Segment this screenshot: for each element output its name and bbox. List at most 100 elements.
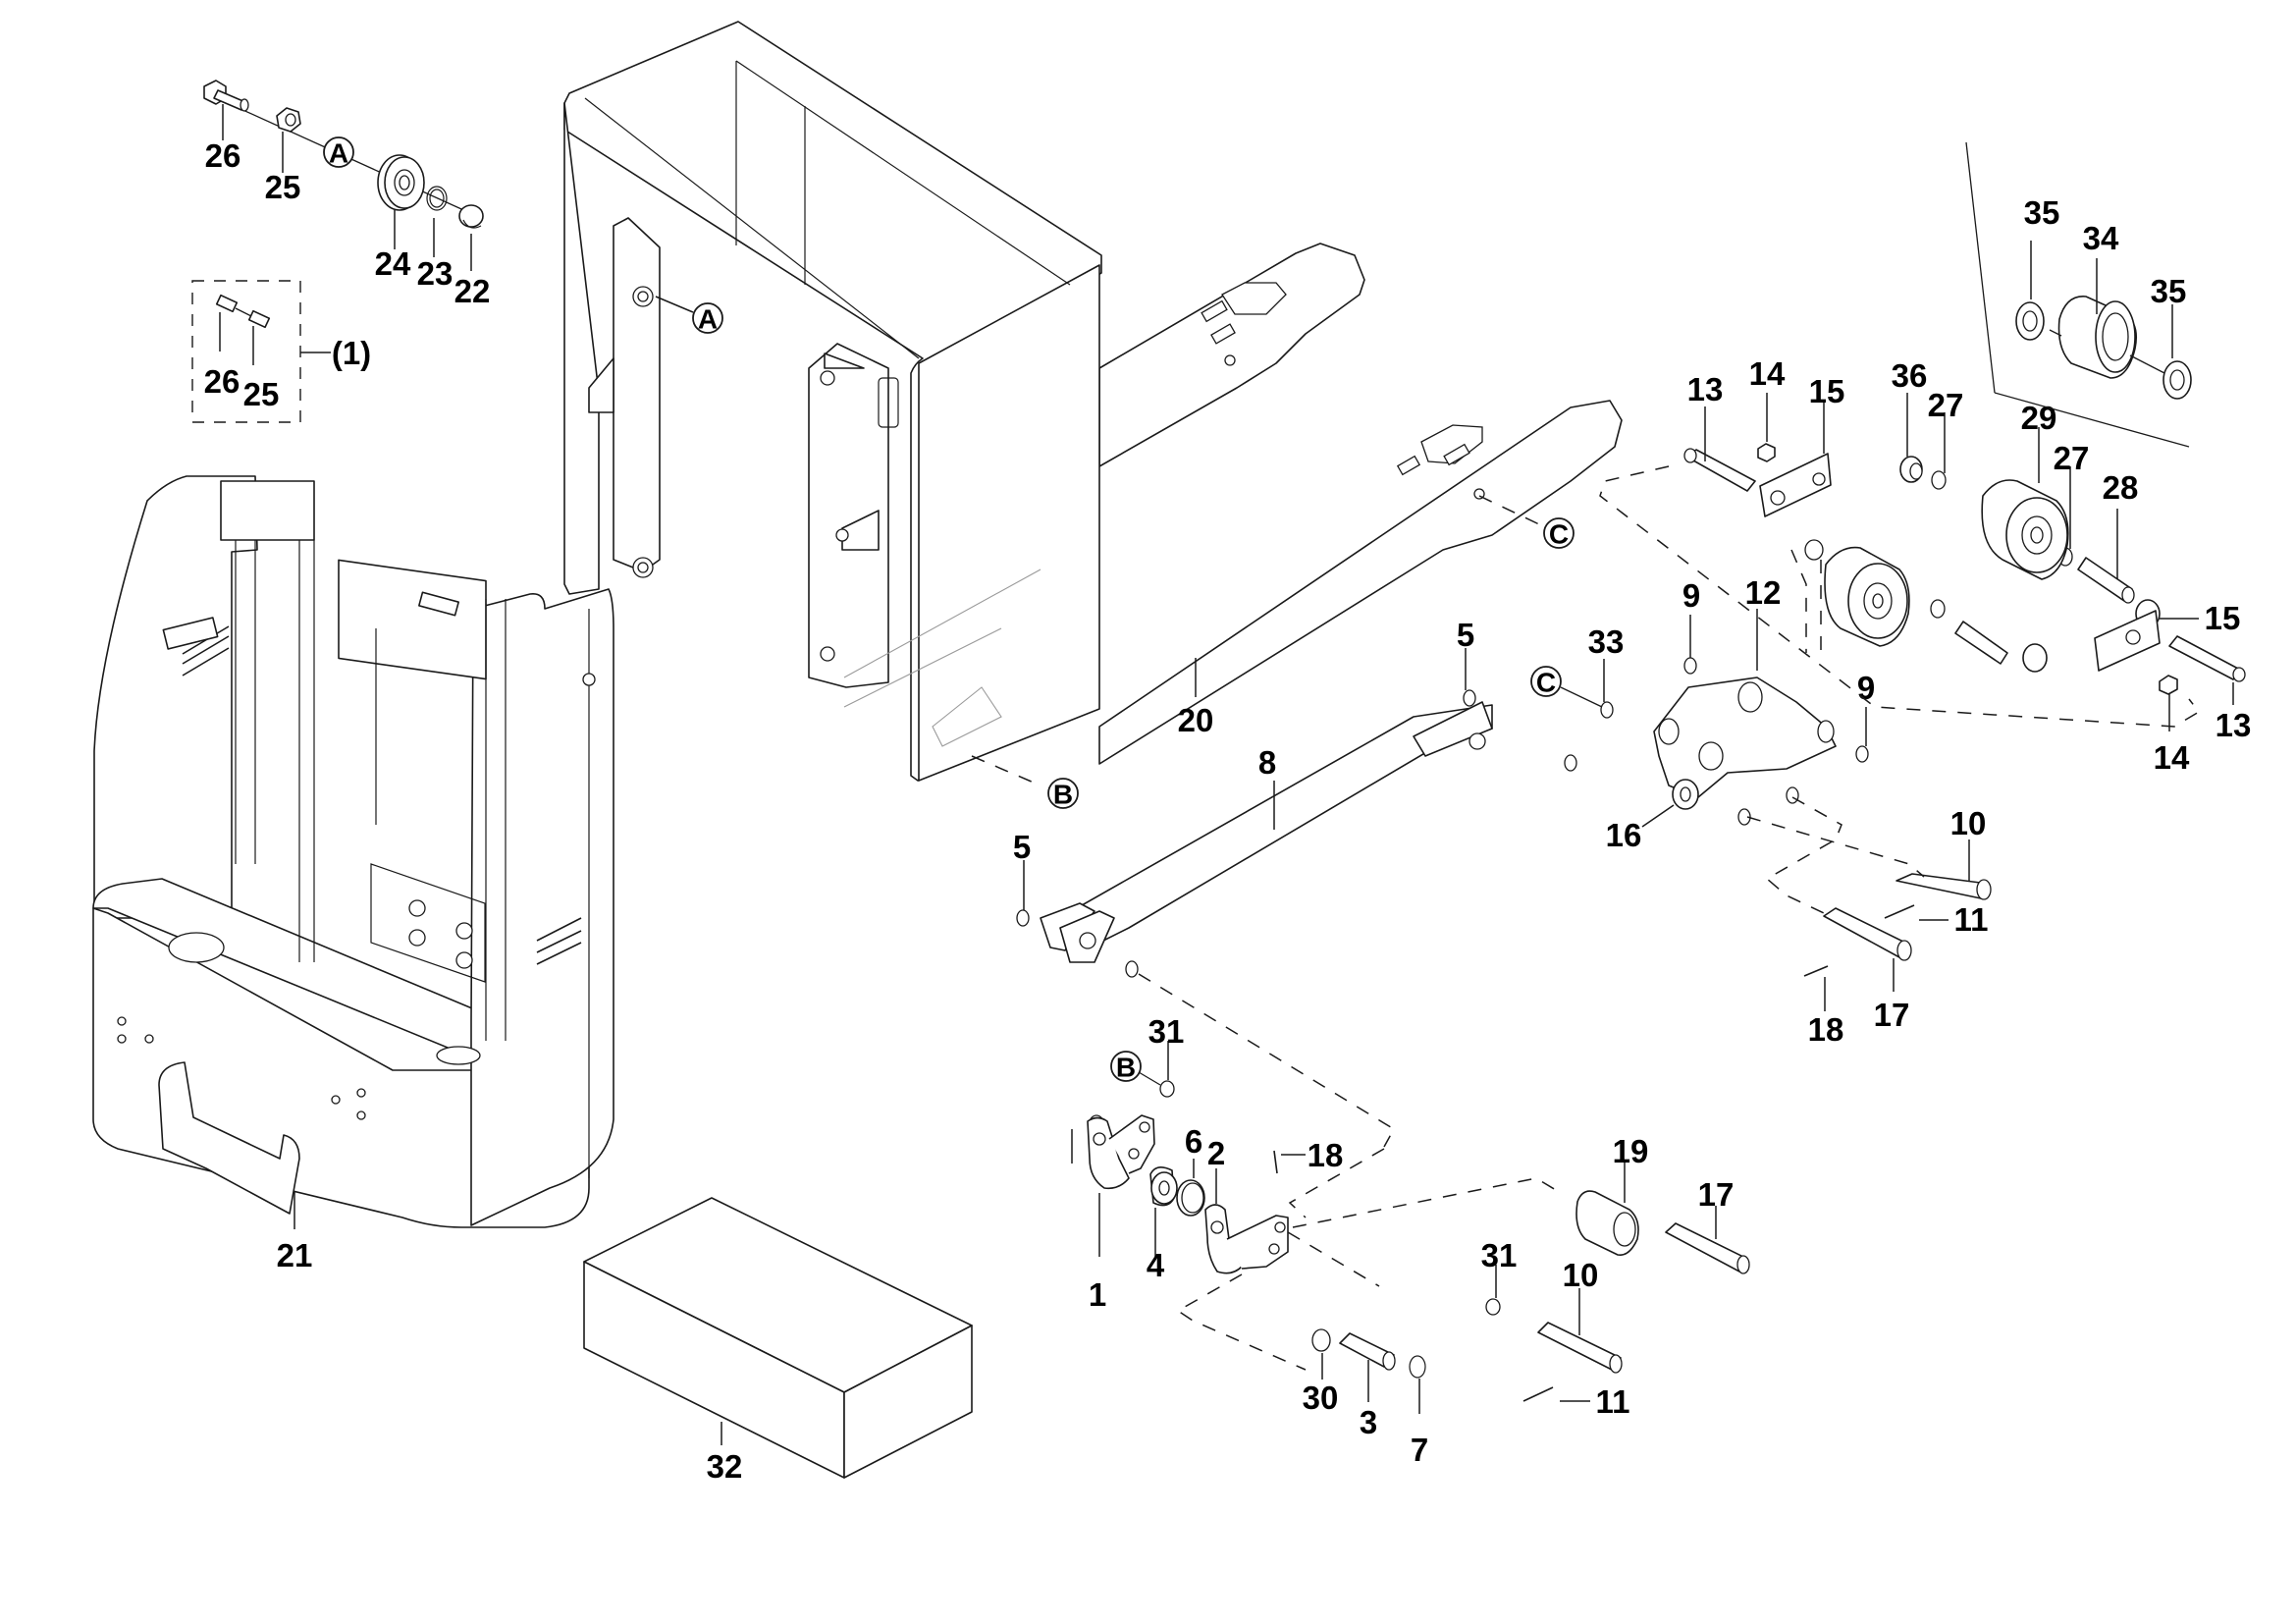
- callout-3: 3: [1360, 1404, 1377, 1440]
- callout-36: 36: [1892, 357, 1928, 394]
- callout-8: 8: [1258, 744, 1276, 781]
- part-24-bearing: [377, 154, 425, 211]
- callout-25-kit: 25: [243, 376, 280, 412]
- part-15-plate-right: 15: [2094, 600, 2241, 672]
- reference-marker-a: A: [323, 136, 354, 169]
- part-36-flange-bushing-lower: [2022, 643, 2048, 673]
- part-19-sleeve: 19: [1575, 1133, 1649, 1256]
- part-8-push-rod: 8 5 5: [1013, 617, 1577, 1148]
- part-35-bearing-left: [2015, 301, 2045, 341]
- svg-text:C: C: [1549, 519, 1569, 550]
- part-26-bolt: [203, 80, 249, 112]
- kit-label: (1): [332, 335, 371, 371]
- part-13-bolt-right: 13: [2168, 635, 2252, 743]
- callout-17-lower: 17: [1698, 1176, 1735, 1213]
- callout-32: 32: [707, 1448, 743, 1485]
- callout-33: 33: [1588, 623, 1625, 660]
- callout-27-upper: 27: [1928, 387, 1964, 423]
- part-18-cotter-pin: 18: [1803, 965, 1844, 1048]
- callout-27-lower: 27: [2054, 440, 2090, 476]
- callout-23: 23: [417, 255, 454, 292]
- part-17-pin: 17: [1823, 907, 1912, 1033]
- svg-text:C: C: [1536, 668, 1556, 698]
- part-20-fork-frame: 20 A C B: [563, 21, 1623, 810]
- callout-12: 12: [1745, 574, 1782, 611]
- part-32-battery-block: 32: [583, 1197, 973, 1485]
- kit-1-grease-nipple-set: 26 25 (1): [191, 280, 371, 423]
- callout-35-right: 35: [2151, 273, 2187, 309]
- callout-28: 28: [2103, 469, 2139, 506]
- callout-1: 1: [1089, 1276, 1106, 1313]
- callout-13-right: 13: [2216, 707, 2252, 743]
- part-21-chassis-frame: 21: [92, 475, 614, 1273]
- callout-20: 20: [1178, 702, 1214, 738]
- part-10-pin: 10: [1896, 805, 1992, 900]
- part-2-lift-bracket: 2: [1204, 1135, 1289, 1274]
- part-4-bushing: 4: [1147, 1166, 1178, 1283]
- part-7-circlip: 7: [1409, 1355, 1428, 1468]
- callout-18-lower: 18: [1308, 1137, 1344, 1173]
- part-26-grease-nipple: [215, 294, 239, 313]
- callout-31-lower: 31: [1481, 1237, 1518, 1273]
- callout-10-lower: 10: [1563, 1257, 1599, 1293]
- callout-14-left: 14: [1749, 355, 1786, 392]
- part-34-wheel-sleeve: [2057, 296, 2138, 379]
- callout-9-left: 9: [1682, 577, 1700, 614]
- callout-5-right: 5: [1457, 617, 1474, 653]
- part-15-plate-left: 15: [1759, 373, 1844, 517]
- part-12-lift-link: 12 9 9 33 C: [1530, 574, 1875, 798]
- callout-15-right: 15: [2205, 600, 2241, 636]
- reference-marker-c-link: C: [1530, 666, 1562, 698]
- part-23-circlip: [426, 186, 448, 211]
- part-13-bolt-left: 13: [1683, 371, 1756, 492]
- callout-19: 19: [1613, 1133, 1649, 1169]
- callout-22: 22: [454, 273, 491, 309]
- svg-text:B: B: [1053, 780, 1073, 810]
- part-16-roller: 16: [1606, 779, 1699, 853]
- callout-35-left: 35: [2024, 194, 2060, 231]
- reference-marker-b-frame: B: [1047, 778, 1079, 810]
- part-11-cotter-pin: 11: [1884, 901, 1989, 938]
- callout-31-upper: 31: [1148, 1013, 1185, 1050]
- callout-17-upper: 17: [1874, 997, 1910, 1033]
- callout-10-upper: 10: [1950, 805, 1987, 841]
- wheel-assembly: 13 14 15 36 27 27: [1599, 355, 2252, 776]
- callout-18-upper: 18: [1808, 1011, 1844, 1048]
- lower-lift-linkage: B 31 1 4: [1071, 1013, 1750, 1468]
- callout-16: 16: [1606, 817, 1642, 853]
- part-11-cotter-pin-lower: 11: [1522, 1383, 1629, 1420]
- part-28-axle-front: [1954, 621, 2008, 665]
- part-washer-link: [1737, 808, 1751, 826]
- part-29-load-wheel: 29: [1981, 400, 2069, 580]
- reference-marker-a-mast: A: [692, 302, 723, 335]
- callout-2: 2: [1207, 1135, 1225, 1171]
- svg-text:B: B: [1116, 1053, 1136, 1083]
- callout-25: 25: [265, 169, 301, 205]
- callout-26: 26: [205, 137, 241, 174]
- roller-bolt-assembly: A 26 25 24 23 22: [203, 80, 491, 309]
- part-18-cotter-pin-lower: 18: [1273, 1137, 1344, 1174]
- part-6-sleeve: 6: [1176, 1123, 1205, 1217]
- part-17-pin-lower: 17: [1665, 1176, 1750, 1274]
- part-36-flange-bushing-front: [1804, 539, 1824, 561]
- svg-text:A: A: [329, 138, 348, 169]
- part-27-washer-front: [1930, 599, 1946, 619]
- part-washer-link-2: [1786, 786, 1799, 804]
- callout-34: 34: [2083, 220, 2119, 256]
- callout-30: 30: [1303, 1380, 1339, 1416]
- part-14-nut-left: 14: [1749, 355, 1786, 462]
- callout-11-upper: 11: [1954, 901, 1989, 938]
- svg-text:A: A: [698, 304, 718, 335]
- callout-13-left: 13: [1687, 371, 1724, 407]
- callout-6: 6: [1185, 1123, 1202, 1160]
- part-3-pin: 3: [1339, 1332, 1396, 1440]
- part-29-load-wheel-front: [1824, 546, 1910, 647]
- part-10-pin-lower: 10: [1537, 1257, 1623, 1374]
- part-22-cap: [458, 204, 484, 229]
- part-35-bearing-right: [2163, 360, 2192, 400]
- reference-marker-c-fork: C: [1543, 517, 1575, 550]
- part-28-axle: 28: [1954, 469, 2139, 665]
- callout-24: 24: [375, 245, 411, 282]
- callout-26-kit: 26: [204, 363, 240, 400]
